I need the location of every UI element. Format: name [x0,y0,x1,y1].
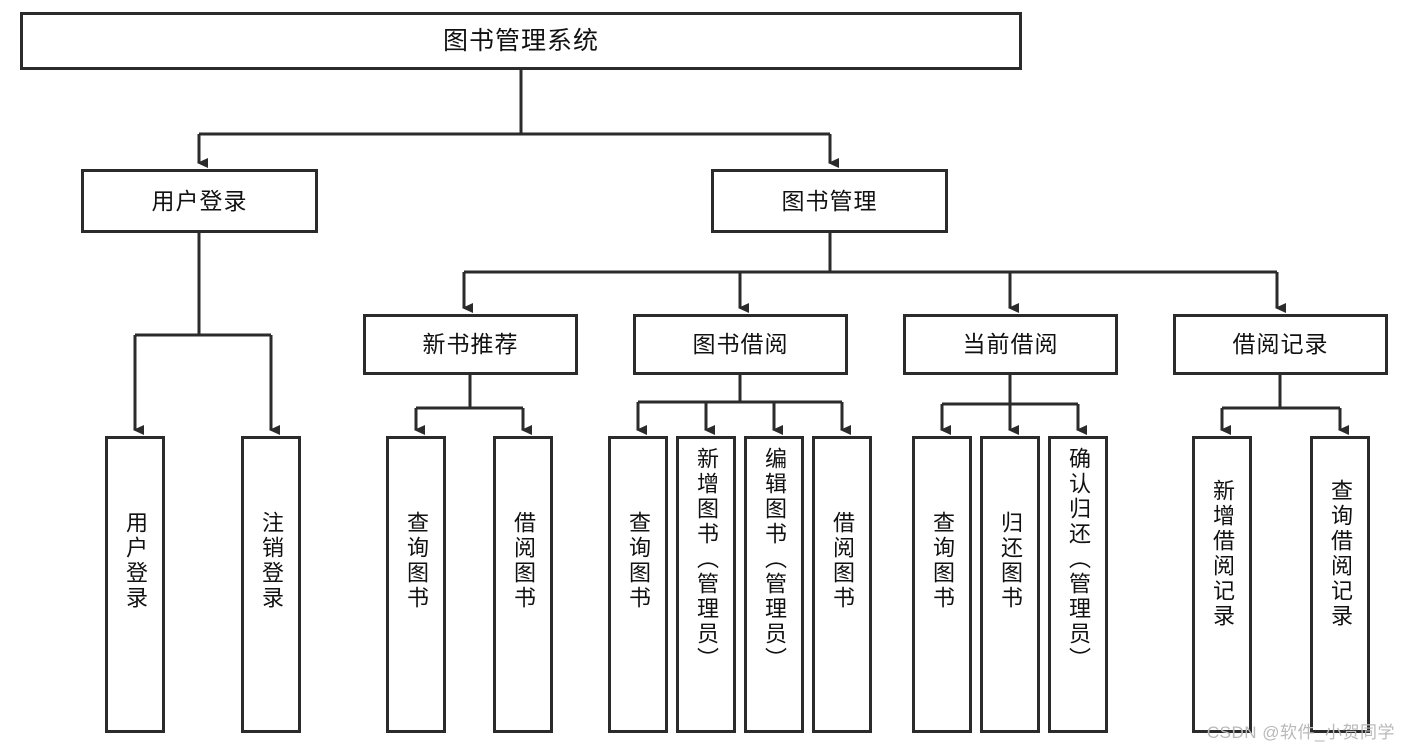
node-leaf-query-book-2-label: 查询图书 [626,511,651,611]
node-leaf-confirm-return[interactable]: 确认归还（管理员） [1048,436,1108,733]
node-leaf-borrow-book-2-label: 借阅图书 [830,511,855,611]
node-book-manage-label: 图书管理 [781,187,878,214]
node-leaf-borrow-book-2[interactable]: 借阅图书 [812,436,872,733]
node-leaf-query-book-2[interactable]: 查询图书 [608,436,668,733]
node-root[interactable]: 图书管理系统 [20,12,1022,70]
node-root-label: 图书管理系统 [442,26,599,55]
node-user-login[interactable]: 用户登录 [81,169,318,233]
node-leaf-query-record[interactable]: 查询借阅记录 [1310,436,1370,733]
node-leaf-edit-book[interactable]: 编辑图书（管理员） [744,436,804,733]
node-new-book-rec-label: 新书推荐 [422,331,519,357]
node-new-book-rec[interactable]: 新书推荐 [363,314,578,375]
node-leaf-add-book[interactable]: 新增图书（管理员） [676,436,736,733]
node-book-borrow[interactable]: 图书借阅 [633,314,848,375]
node-leaf-return-book-label: 归还图书 [998,511,1023,611]
watermark-text: CSDN @软件_小贺同学 [1206,723,1395,742]
node-leaf-query-book-3[interactable]: 查询图书 [912,436,972,733]
node-current-borrow[interactable]: 当前借阅 [903,314,1118,375]
node-borrow-record-label: 借阅记录 [1232,331,1329,357]
node-leaf-borrow-book-1-label: 借阅图书 [511,511,536,611]
node-leaf-borrow-book-1[interactable]: 借阅图书 [493,436,553,733]
node-borrow-record[interactable]: 借阅记录 [1173,314,1388,375]
node-leaf-add-book-label: 新增图书（管理员） [694,447,719,672]
node-leaf-confirm-return-label: 确认归还（管理员） [1066,447,1091,672]
node-leaf-query-book-3-label: 查询图书 [930,511,955,611]
node-book-manage[interactable]: 图书管理 [711,169,948,233]
node-leaf-add-record[interactable]: 新增借阅记录 [1192,436,1252,733]
node-leaf-query-book-1[interactable]: 查询图书 [386,436,446,733]
node-leaf-user-login-label: 用户登录 [123,511,148,611]
node-user-login-label: 用户登录 [151,187,248,214]
node-leaf-query-record-label: 查询借阅记录 [1328,479,1353,629]
node-leaf-logout-login-label: 注销登录 [259,511,284,611]
node-leaf-user-login[interactable]: 用户登录 [105,436,165,733]
node-leaf-logout-login[interactable]: 注销登录 [241,436,301,733]
node-leaf-add-record-label: 新增借阅记录 [1210,479,1235,629]
node-book-borrow-label: 图书借阅 [692,331,789,357]
node-leaf-return-book[interactable]: 归还图书 [980,436,1040,733]
node-leaf-edit-book-label: 编辑图书（管理员） [762,447,787,672]
node-current-borrow-label: 当前借阅 [962,331,1059,357]
node-leaf-query-book-1-label: 查询图书 [404,511,429,611]
